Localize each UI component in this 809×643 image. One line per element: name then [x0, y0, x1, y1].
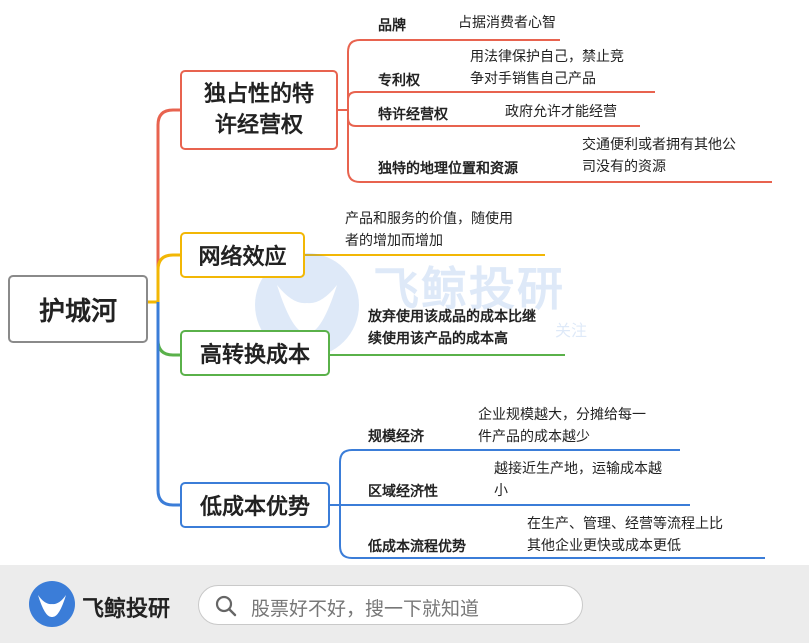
leaf-desc-patent: 用法律保护自己，禁止竞 争对手销售自己产品	[470, 46, 624, 90]
branch-label-line: 独占性的特	[203, 82, 314, 107]
desc-line: 其他企业更快或成本更低	[527, 538, 681, 554]
desc-line: 产品和服务的价值，随使用	[345, 211, 513, 227]
branch-label: 高转换成本	[199, 343, 310, 368]
branch-label-line: 许经营权	[214, 113, 303, 138]
search-placeholder: 股票好不好，搜一下就知道	[251, 598, 480, 620]
desc-line: 在生产、管理、经营等流程上比	[527, 516, 723, 532]
watermark: 飞鲸投研 关注	[255, 245, 595, 365]
desc-switching-cost: 放弃使用该成品的成本比继 续使用该产品的成本高	[368, 306, 536, 350]
desc-line: 争对手销售自己产品	[470, 71, 596, 87]
desc-network: 产品和服务的价值，随使用 者的增加而增加	[345, 208, 513, 252]
leaf-desc-license: 政府允许才能经营	[505, 104, 617, 120]
footer-brand: 飞鲸投研	[82, 597, 171, 622]
leaf-desc-brand: 占据消费者心智	[458, 15, 556, 31]
search-box[interactable]: 股票好不好，搜一下就知道	[198, 585, 583, 625]
branch-node-network: 网络效应	[180, 232, 305, 278]
desc-line: 件产品的成本越少	[478, 429, 590, 445]
leaf-label-brand: 品牌	[378, 18, 406, 34]
leaf-desc-process: 在生产、管理、经营等流程上比 其他企业更快或成本更低	[527, 513, 723, 557]
branch-node-low-cost: 低成本优势	[180, 482, 330, 528]
desc-line: 放弃使用该成品的成本比继	[368, 309, 536, 325]
branch-label: 低成本优势	[199, 495, 310, 520]
desc-line: 交通便利或者拥有其他公	[582, 137, 736, 153]
leaf-label-scale: 规模经济	[368, 429, 424, 445]
desc-line: 企业规模越大，分摊给每一	[478, 407, 646, 423]
desc-line: 用法律保护自己，禁止竞	[470, 49, 624, 65]
branch-node-switching-cost: 高转换成本	[180, 330, 330, 376]
watermark-text: 飞鲸投研	[373, 262, 565, 316]
branch-label: 网络效应	[198, 245, 287, 270]
leaf-desc-scale: 企业规模越大，分摊给每一 件产品的成本越少	[478, 404, 646, 448]
desc-line: 小	[494, 483, 508, 499]
leaf-desc-location: 交通便利或者拥有其他公 司没有的资源	[582, 134, 736, 178]
leaf-label-regional: 区域经济性	[368, 484, 438, 500]
root-node: 护城河	[8, 275, 148, 343]
whale-logo-icon	[29, 581, 75, 627]
root-label: 护城河	[38, 296, 117, 327]
desc-line: 者的增加而增加	[345, 233, 443, 249]
leaf-label-location: 独特的地理位置和资源	[378, 161, 518, 177]
branch-node-franchise: 独占性的特 许经营权	[180, 70, 338, 150]
search-icon	[215, 595, 237, 617]
desc-line: 司没有的资源	[582, 159, 666, 175]
leaf-label-process: 低成本流程优势	[368, 539, 466, 555]
desc-line: 越接近生产地，运输成本越	[494, 461, 662, 477]
leaf-label-patent: 专利权	[378, 73, 420, 89]
watermark-sub: 关注	[555, 321, 588, 340]
footer-bar: 飞鲸投研 股票好不好，搜一下就知道	[0, 565, 809, 643]
leaf-desc-regional: 越接近生产地，运输成本越 小	[494, 458, 662, 502]
connector-lines	[148, 39, 772, 559]
desc-line: 续使用该产品的成本高	[368, 331, 508, 347]
leaf-label-license: 特许经营权	[378, 107, 448, 123]
